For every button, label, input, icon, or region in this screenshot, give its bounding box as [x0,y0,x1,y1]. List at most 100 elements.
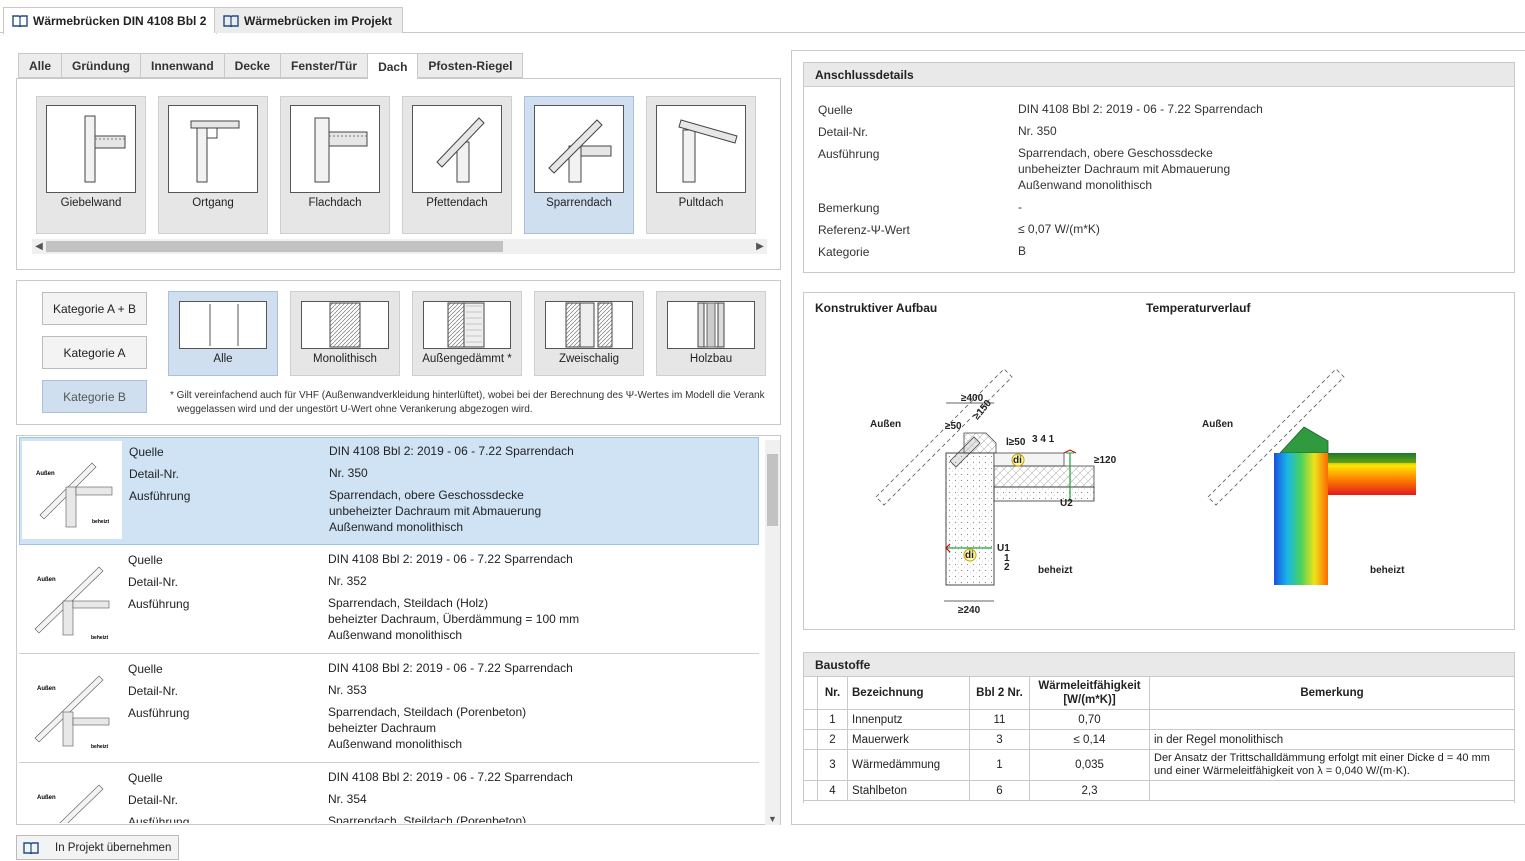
tile-label: Pfettendach [426,197,488,209]
ausfuehrung-line: unbeheizter Dachraum mit Abmauerung [329,504,542,518]
col-header-waermeleitfaehigkeit: Wärmeleitfähigkeit [W/(m*K)] [1029,676,1150,710]
wall-zweischalig-icon [545,301,633,349]
svg-text:Außen: Außen [1202,419,1233,430]
tile-ortgang[interactable]: Ortgang [158,96,268,234]
kategorie-b-button[interactable]: Kategorie B [42,380,147,413]
tile-pultdach[interactable]: Pultdach [646,96,756,234]
tab-waermebruecken-din[interactable]: Wärmebrücken DIN 4108 Bbl 2 [3,7,218,34]
tab-decke[interactable]: Decke [223,53,281,78]
tab-pfosten-riegel[interactable]: Pfosten-Riegel [417,53,524,78]
tile-giebelwand[interactable]: Giebelwand [36,96,146,234]
detail-label: Detail-Nr. [129,467,180,481]
svg-text:beheizt: beheizt [91,635,109,641]
detail-value: B [1018,244,1027,258]
bemerkung-line: Der Ansatz der Trittschalldämmung erfolg… [1154,752,1490,764]
tiles-horizontal-scrollbar[interactable]: ◀ ▶ [32,239,767,254]
scroll-left-icon[interactable]: ◀ [35,241,43,252]
svg-text:l≥50: l≥50 [1006,437,1026,448]
cell-nr: 1 [817,709,848,730]
tab-waermebruecken-projekt[interactable]: Wärmebrücken im Projekt [214,7,404,33]
svg-text:beheizt: beheizt [92,519,110,525]
tile-label: Pultdach [678,197,724,209]
tab-dach[interactable]: Dach [367,53,418,79]
tile-pfettendach[interactable]: Pfettendach [402,96,512,234]
footnote: * Gilt vereinfachend auch für VHF (Außen… [170,389,765,417]
anschlussdetails-title: Anschlussdetails [804,63,1514,87]
table-row[interactable]: 4 Stahlbeton 6 2,3 [803,780,1515,801]
scroll-right-icon[interactable]: ▶ [756,241,764,252]
detail-label: Detail-Nr. [128,684,179,698]
list-item[interactable]: Außen Quelle Detail-Nr. Ausführung DIN 4… [19,764,759,823]
tab-label: Wärmebrücken DIN 4108 Bbl 2 [33,14,207,28]
anschlussdetails-box: Anschlussdetails Quelle DIN 4108 Bbl 2: … [803,62,1515,273]
detail-key: Kategorie [818,245,870,259]
wall-holzbau-icon [667,301,755,349]
detail-value: Nr. 350 [1018,124,1057,138]
wall-type-zweischalig[interactable]: Zweischalig [534,291,644,376]
ausfuehrung-label: Ausführung [128,597,190,611]
tile-sparrendach[interactable]: Sparrendach [524,96,634,234]
quelle-value: DIN 4108 Bbl 2: 2019 - 06 - 7.22 Sparren… [328,661,573,675]
tile-label: Giebelwand [60,197,122,209]
table-row[interactable]: 1 Innenputz 11 0,70 [803,709,1515,730]
tab-fenster-tuer[interactable]: Fenster/Tür [280,53,368,78]
book-icon [223,14,239,27]
sub-tab-bar: Alle Gründung Innenwand Decke Fenster/Tü… [18,53,524,79]
detail-label: Detail-Nr. [128,793,179,807]
ausfuehrung-value: Sparrendach, Steildach (Porenbeton) [328,814,527,823]
scrollbar-thumb[interactable] [767,454,778,526]
detail-line: unbeheizter Dachraum mit Abmauerung [1018,162,1231,176]
wall-type-holzbau[interactable]: Holzbau [656,291,766,376]
cell-bemerkung [1149,709,1515,730]
tab-innenwand[interactable]: Innenwand [140,53,224,78]
wall-type-alle[interactable]: Alle [168,291,278,376]
scroll-down-icon[interactable]: ▼ [768,814,777,824]
book-icon [23,841,39,854]
wall-type-monolithisch[interactable]: Monolithisch [290,291,400,376]
sparrendach-icon [534,105,624,193]
wall-monolithisch-icon [301,301,389,349]
tile-flachdach[interactable]: Flachdach [280,96,390,234]
ausfuehrung-line: Sparrendach, Steildach (Porenbeton) [328,705,527,719]
quelle-label: Quelle [129,445,164,459]
table-header-row: Nr. Bezeichnung Bbl 2 Nr. Wärmeleitfähig… [803,676,1515,710]
quelle-label: Quelle [128,771,163,785]
ausfuehrung-label: Ausführung [128,706,190,720]
ausfuehrung-line: beheizter Dachraum [328,721,437,735]
kategorie-a-button[interactable]: Kategorie A [42,336,147,369]
tab-gruendung[interactable]: Gründung [61,53,140,78]
cell-bezeichnung: Mauerwerk [847,729,970,750]
row-header-cell [803,729,818,750]
tab-alle[interactable]: Alle [18,53,62,78]
wall-type-aussengedaemmt[interactable]: Außengedämmt * [412,291,522,376]
footnote-line: * Gilt vereinfachend auch für VHF (Außen… [170,390,765,401]
cell-wl: 2,3 [1029,780,1150,801]
tab-label: Wärmebrücken im Projekt [244,13,393,28]
row-header-cell [803,676,818,710]
list-vertical-scrollbar[interactable]: ▼ [765,440,780,825]
ausfuehrung-label: Ausführung [129,489,191,503]
detail-value: Nr. 350 [329,466,368,480]
table-row[interactable]: 2 Mauerwerk 3 ≤ 0,14 in der Regel monoli… [803,729,1515,750]
drawing-title-left: Konstruktiver Aufbau [815,301,938,315]
in-projekt-uebernehmen-button[interactable]: In Projekt übernehmen [16,835,179,860]
constructive-drawing: Außen beheizt ≥400 ≥150 ≥50 l≥50 3 4 1 ≥… [870,368,1117,616]
kategorie-a-b-button[interactable]: Kategorie A + B [42,292,147,325]
svg-text:di: di [1013,455,1022,466]
scrollbar-thumb[interactable] [46,241,503,252]
cell-bemerkung: Der Ansatz der Trittschalldämmung erfolg… [1149,749,1515,781]
cell-bbl: 1 [969,749,1030,781]
top-tab-bar: Wärmebrücken DIN 4108 Bbl 2 Wärmebrücken… [0,0,1525,34]
cell-wl: ≤ 0,14 [1029,729,1150,750]
cell-bbl: 11 [969,709,1030,730]
cell-bemerkung [1149,780,1515,801]
cell-bemerkung: in der Regel monolithisch [1149,729,1515,750]
ausfuehrung-label: Ausführung [128,815,190,823]
table-row[interactable]: 3 Wärmedämmung 1 0,035 Der Ansatz der Tr… [803,749,1515,781]
detail-key: Referenz-Ψ-Wert [818,223,910,237]
